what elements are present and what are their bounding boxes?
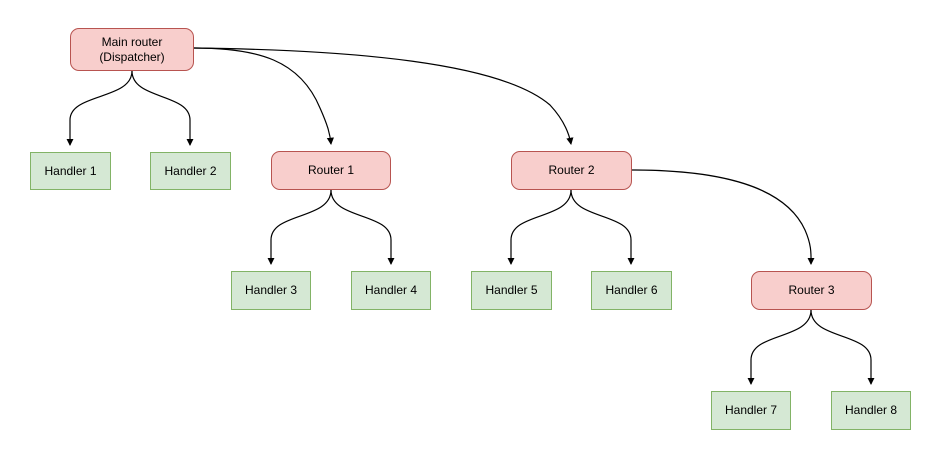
node-handler-4[interactable]: Handler 4 [351,271,431,310]
node-label: Handler 1 [44,163,97,178]
node-handler-1[interactable]: Handler 1 [30,152,111,190]
edge-main-to-router-1 [193,47,334,145]
node-label: Router 3 [788,283,835,297]
edge-main-to-handler-2 [131,70,194,146]
node-label: Handler 5 [485,283,538,297]
node-label: Handler 8 [844,403,898,417]
edge-router-3-to-handler-7 [747,309,812,385]
node-handler-8[interactable]: Handler 8 [831,391,911,430]
edge-main-to-router-2 [193,47,574,145]
node-router-1[interactable]: Router 1 [271,151,391,190]
node-label: Main router (Dispatcher) [99,34,165,64]
edge-router-1-to-handler-4 [330,189,395,265]
edge-router-1-to-handler-3 [267,189,332,265]
edge-router-3-to-handler-8 [810,309,875,385]
edge-router-2-to-handler-5 [507,189,572,265]
edge-router-2-to-router-3 [631,169,815,265]
node-handler-6[interactable]: Handler 6 [591,271,672,310]
node-main-router[interactable]: Main router (Dispatcher) [70,28,194,71]
node-label: Router 2 [548,163,595,177]
node-router-2[interactable]: Router 2 [511,151,632,190]
node-label: Handler 4 [364,283,418,297]
edge-main-to-handler-1 [66,70,133,146]
node-router-3[interactable]: Router 3 [751,271,872,310]
node-handler-2[interactable]: Handler 2 [150,152,231,190]
node-handler-5[interactable]: Handler 5 [471,271,552,310]
node-label: Handler 7 [724,403,778,417]
node-handler-7[interactable]: Handler 7 [711,391,791,430]
node-label: Handler 6 [605,283,658,297]
node-handler-3[interactable]: Handler 3 [231,271,311,310]
edge-router-2-to-handler-6 [570,189,635,265]
node-label: Router 1 [307,163,355,177]
node-label: Handler 3 [244,283,298,297]
node-label: Handler 2 [164,163,217,178]
